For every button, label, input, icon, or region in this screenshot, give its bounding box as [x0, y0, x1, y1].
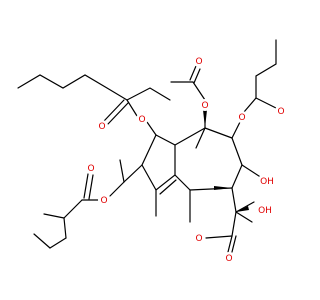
wedge-bond [236, 206, 249, 212]
atom-butyryl-o-link: O [236, 111, 248, 123]
atom-label: O [277, 107, 284, 117]
atom-tiglate-o-link: O [98, 194, 110, 206]
stereo-bonds [203, 110, 249, 212]
atom-label: O [100, 196, 107, 206]
atom-acetyl-o-carbonyl: O [193, 55, 205, 67]
atom-label: O [238, 113, 245, 123]
atom-label: O [225, 254, 232, 264]
atom-label: O [138, 115, 145, 125]
atom-tiglate-o-carbonyl: O [85, 162, 97, 174]
atom-label: OH [258, 206, 272, 216]
atom-oh-top: OH [258, 173, 274, 189]
atom-lactone-carbonyl-o: O [223, 252, 235, 264]
bonds [17, 39, 277, 253]
atom-acetyl-o-link: O [199, 99, 211, 111]
atom-labels: O O O O O O OH OH [85, 55, 287, 264]
atom-label: OH [260, 177, 274, 187]
atom-butyryl-o-carbonyl: O [275, 105, 287, 117]
atom-ester-o-left: O [136, 113, 148, 125]
atom-label: O [195, 234, 202, 244]
atom-oh-lactone: OH [256, 202, 272, 218]
atom-label: O [87, 164, 94, 174]
atom-label: O [98, 122, 105, 132]
chemical-structure-diagram: O O O O O O OH OH [17, 39, 287, 264]
atom-carbonyl-o-octanoyl: O [96, 120, 108, 132]
atom-ring-o: O [193, 232, 205, 244]
wedge-bond [203, 110, 207, 128]
atom-label: O [195, 57, 202, 67]
atom-label: O [201, 101, 208, 111]
wedge-bond [214, 186, 232, 190]
